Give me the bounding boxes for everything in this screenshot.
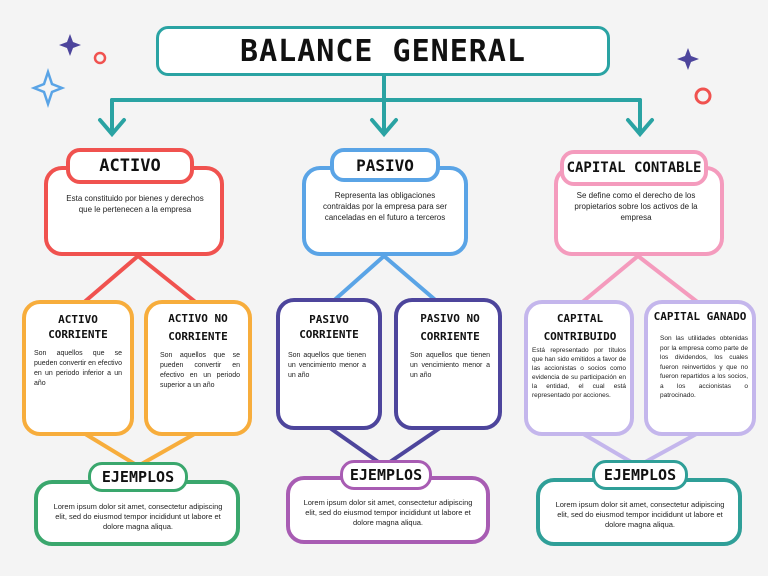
ring-icon: [93, 51, 712, 105]
capital-description: Se define como el derecho de los propiet…: [574, 191, 698, 222]
activo-examples-heading: EJEMPLOS: [88, 462, 188, 492]
title-box: BALANCE GENERAL: [156, 26, 610, 76]
pasivo-examples-text: Lorem ipsum dolor sit amet, consectetur …: [303, 498, 473, 527]
sparkle-icon: [30, 34, 699, 108]
activo-corriente-heading: ACTIVO CORRIENTE: [48, 313, 108, 341]
pasivo-examples-box: [286, 476, 490, 544]
activo-no-corriente-box: [144, 300, 252, 436]
pasivo-no-corriente-heading: PASIVO NO CORRIENTE: [420, 312, 480, 343]
page-title: BALANCE GENERAL: [240, 33, 526, 69]
capital-heading: CAPITAL CONTABLE: [560, 150, 708, 186]
activo-corriente-description: Son aquellos que se pueden convertir en …: [34, 350, 122, 387]
activo-description: Esta constituido por bienes y derechos q…: [66, 194, 204, 214]
capital-contribuido-box: [524, 300, 634, 436]
pasivo-corriente-box: [276, 298, 382, 430]
capital-examples-text: Lorem ipsum dolor sit amet, consectetur …: [555, 500, 725, 529]
activo-examples-text: Lorem ipsum dolor sit amet, consectetur …: [53, 502, 223, 531]
activo-no-corriente-heading: ACTIVO NO CORRIENTE: [168, 312, 228, 343]
activo-examples-box: [34, 480, 240, 546]
pasivo-no-corriente-box: [394, 298, 502, 430]
pasivo-heading: PASIVO: [330, 148, 440, 182]
activo-heading: ACTIVO: [66, 148, 194, 184]
capital-contribuido-heading: CAPITAL CONTRIBUIDO: [543, 312, 617, 343]
pasivo-examples-heading: EJEMPLOS: [340, 460, 432, 490]
pasivo-no-corriente-description: Son aquellos que tienen un vencimiento m…: [410, 352, 490, 379]
pasivo-corriente-heading: PASIVO CORRIENTE: [299, 313, 359, 341]
pasivo-corriente-description: Son aquellos que tienen un vencimiento m…: [288, 352, 366, 379]
activo-corriente-box: [22, 300, 134, 436]
capital-examples-heading: EJEMPLOS: [592, 460, 688, 490]
capital-ganado-heading: CAPITAL GANADO: [653, 310, 747, 323]
activo-no-corriente-description: Son aquellos que se pueden convertir en …: [160, 352, 240, 389]
capital-ganado-description: Son las utilidades obtenidas por la empr…: [660, 335, 748, 399]
capital-ganado-box: [644, 300, 756, 436]
pasivo-description: Representa las obligaciones contraidas p…: [322, 191, 448, 222]
capital-contribuido-description: Está representado por títulos que han si…: [532, 347, 626, 399]
